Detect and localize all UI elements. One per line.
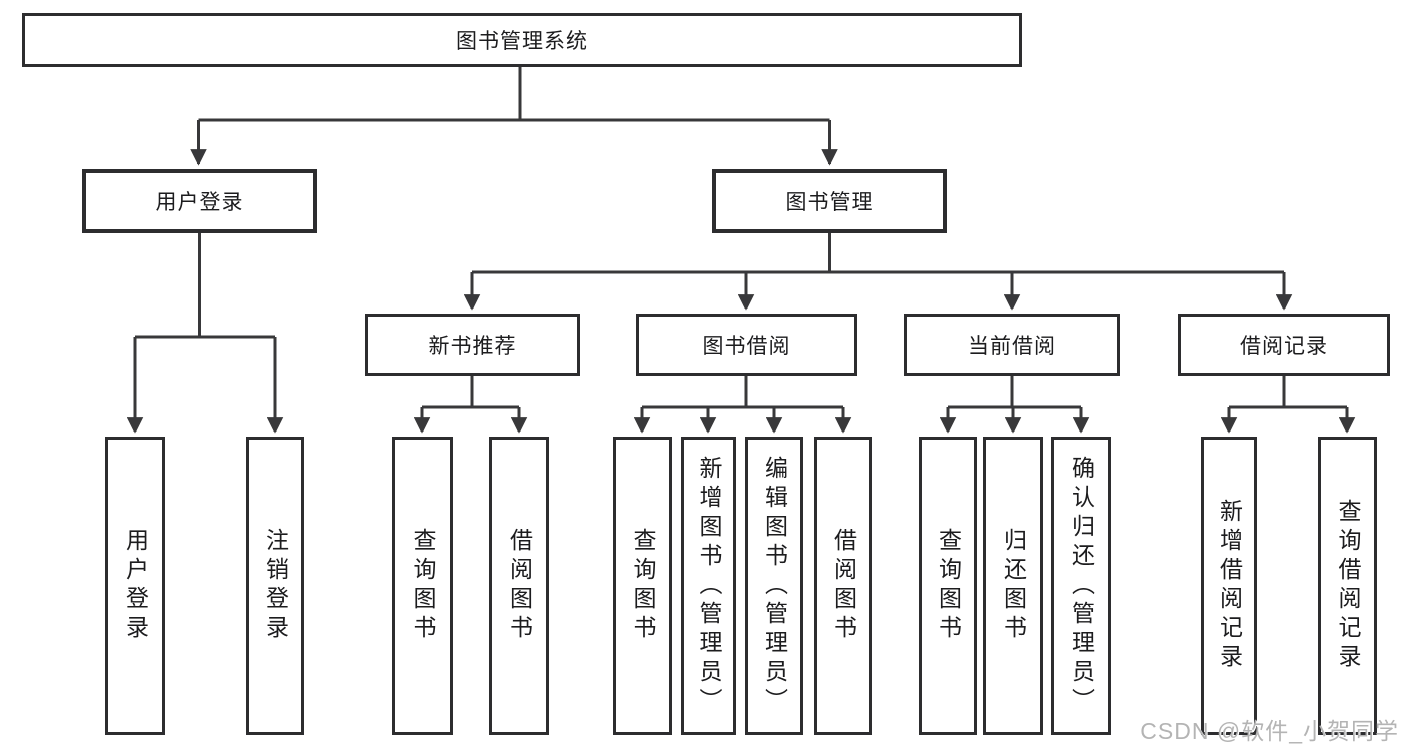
node-book-borrowing: 图书借阅 (636, 314, 857, 376)
leaf-rec-query-books: 查询图书 (392, 437, 453, 735)
leaf-bor-query-books: 查询图书 (613, 437, 672, 735)
node-book-management: 图书管理 (712, 169, 947, 233)
leaf-rec-borrow-books: 借阅图书 (489, 437, 549, 735)
node-borrowing-records: 借阅记录 (1178, 314, 1390, 376)
leaf-cur-confirm-return-admin: 确认归还（管理员） (1051, 437, 1111, 735)
leaf-bor-add-books-admin: 新增图书（管理员） (681, 437, 736, 735)
leaf-log-query-record: 查询借阅记录 (1318, 437, 1377, 735)
leaf-log-add-record: 新增借阅记录 (1201, 437, 1257, 735)
node-new-book-recommend: 新书推荐 (365, 314, 580, 376)
node-user-login: 用户登录 (82, 169, 317, 233)
node-library-system: 图书管理系统 (22, 13, 1022, 67)
leaf-bor-edit-books-admin: 编辑图书（管理员） (745, 437, 803, 735)
leaf-user-login: 用户登录 (105, 437, 165, 735)
node-current-borrowing: 当前借阅 (904, 314, 1120, 376)
csdn-watermark: CSDN @软件_小贺同学 (1140, 718, 1399, 744)
leaf-logout-login: 注销登录 (246, 437, 304, 735)
leaf-cur-query-books: 查询图书 (919, 437, 977, 735)
leaf-bor-borrow-books: 借阅图书 (814, 437, 872, 735)
leaf-cur-return-books: 归还图书 (983, 437, 1043, 735)
